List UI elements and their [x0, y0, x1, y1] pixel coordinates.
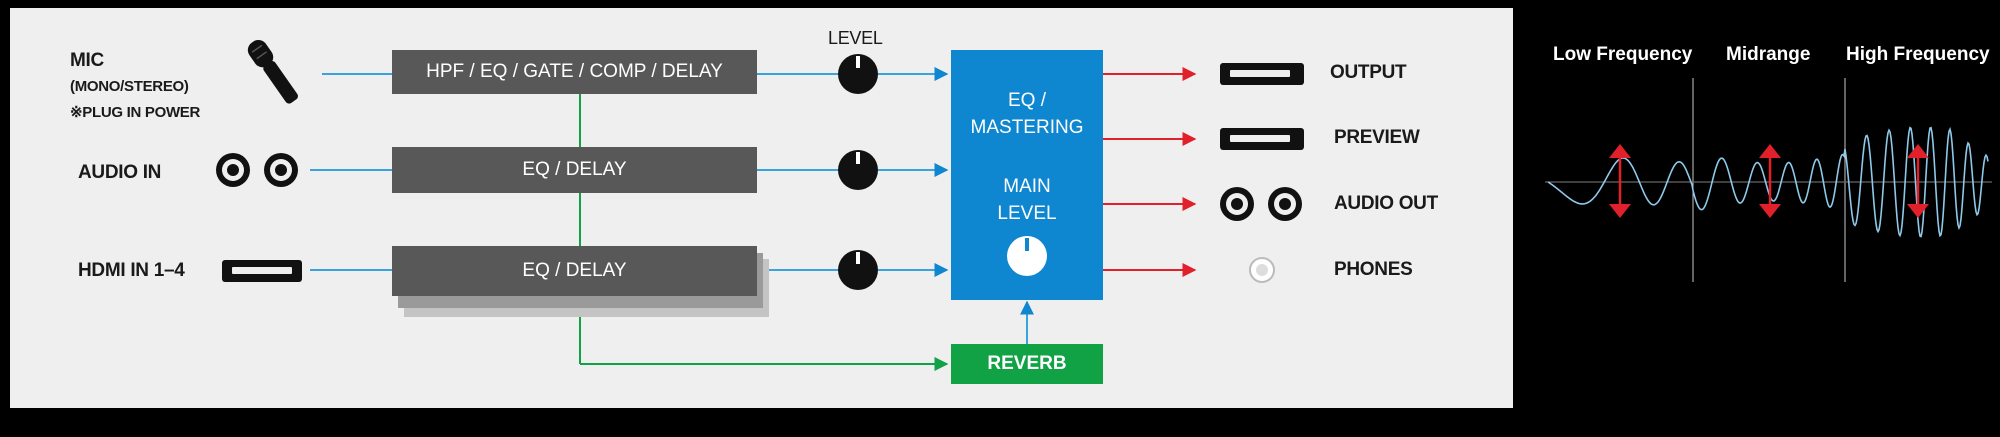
- level-knob-audio[interactable]: [838, 150, 878, 190]
- eq-band-mid-label: Midrange: [1726, 44, 1811, 65]
- main-title-line2: MASTERING: [970, 117, 1084, 138]
- main-level-line1: MAIN: [1003, 176, 1051, 197]
- audio-out-rca-right-icon: [1268, 187, 1302, 221]
- eq-graph: [1545, 78, 1992, 282]
- eq-waveform: [1547, 126, 1989, 238]
- audio-in-label: AUDIO IN: [78, 162, 162, 183]
- output-label: OUTPUT: [1330, 62, 1407, 83]
- eq-adjust-arrow-high: [1907, 144, 1929, 218]
- eq-band-high-label: High Frequency: [1846, 44, 1990, 65]
- eq-band-low-label: Low Frequency: [1553, 44, 1693, 65]
- hdmi-processing-box: EQ / DELAY: [392, 246, 757, 296]
- output-hdmi-port-icon: [1220, 63, 1304, 85]
- preview-label: PREVIEW: [1334, 127, 1420, 148]
- main-title-line1: EQ /: [1007, 90, 1046, 111]
- eq-adjust-arrow-low: [1609, 144, 1631, 218]
- main-level-line2: LEVEL: [997, 203, 1057, 224]
- mic-plugin-power-label: ※PLUG IN POWER: [70, 104, 201, 121]
- reverb-block: REVERB: [951, 344, 1103, 384]
- level-knob-mic[interactable]: [838, 54, 878, 94]
- audio-in-rca-left-icon: [216, 153, 250, 187]
- level-label: LEVEL: [828, 28, 883, 48]
- hdmi-in-label: HDMI IN 1–4: [78, 260, 185, 281]
- audio-in-rca-right-icon: [264, 153, 298, 187]
- phones-jack-icon: [1249, 257, 1275, 283]
- mic-mode-label: (MONO/STEREO): [70, 78, 189, 95]
- audio-processing-box: EQ / DELAY: [392, 147, 757, 193]
- eq-adjust-arrow-mid: [1759, 144, 1781, 218]
- preview-hdmi-port-icon: [1220, 128, 1304, 150]
- audio-out-rca-left-icon: [1220, 187, 1254, 221]
- main-mastering-block: EQ / MASTERING MAIN LEVEL: [951, 50, 1103, 300]
- microphone-icon: [247, 39, 298, 104]
- main-level-knob[interactable]: [1007, 236, 1047, 276]
- mic-label: MIC: [70, 50, 104, 71]
- level-knob-hdmi[interactable]: [838, 250, 878, 290]
- audio-out-label: AUDIO OUT: [1334, 193, 1438, 214]
- phones-label: PHONES: [1334, 259, 1413, 280]
- mic-processing-box: HPF / EQ / GATE / COMP / DELAY: [392, 50, 757, 94]
- hdmi-in-port-icon: [222, 260, 302, 282]
